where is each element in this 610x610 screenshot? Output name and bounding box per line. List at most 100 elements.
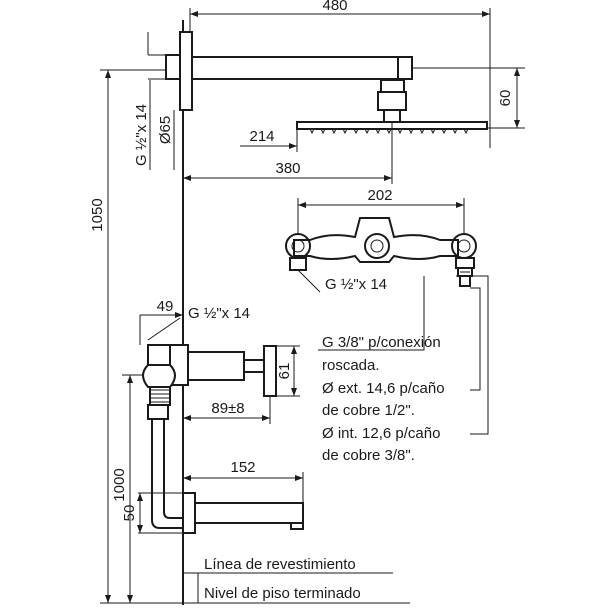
mixer-thread-label: G ½"x 14 bbox=[325, 276, 387, 293]
nozzle bbox=[408, 128, 414, 135]
arrow bbox=[175, 312, 183, 318]
dim-60-label: 60 bbox=[497, 90, 514, 107]
nozzle bbox=[430, 128, 436, 135]
floor-level-label: Nivel de piso terminado bbox=[204, 585, 361, 602]
note-line-6: de cobre 3/8". bbox=[322, 447, 415, 464]
dim-1050-label: 1050 bbox=[89, 198, 106, 231]
mixer-handle-plate bbox=[263, 345, 277, 397]
left-stub bbox=[289, 257, 307, 271]
arrow bbox=[482, 11, 490, 17]
arrow bbox=[384, 175, 392, 181]
upper-thread-label: G ½"x 14 bbox=[133, 104, 150, 166]
pipe-thread-leader bbox=[147, 317, 181, 341]
dim-50-label: 50 bbox=[121, 505, 138, 522]
center-connector-inner bbox=[370, 239, 384, 253]
nozzle bbox=[353, 128, 359, 135]
coating-line-label: Línea de revestimiento bbox=[204, 556, 356, 573]
note-leader-3 bbox=[456, 275, 489, 435]
shower-arm bbox=[165, 31, 413, 123]
head-joint bbox=[377, 91, 407, 111]
dim-89-label: 89±8 bbox=[211, 400, 244, 417]
arm-end bbox=[397, 56, 413, 80]
mixer-upper-block bbox=[147, 344, 171, 366]
nozzle bbox=[452, 128, 458, 135]
spout-body bbox=[194, 502, 304, 524]
head-joint-upper bbox=[380, 79, 405, 93]
arm-connector bbox=[165, 54, 181, 80]
head-nozzles bbox=[309, 128, 469, 135]
dim-61-label: 61 bbox=[276, 363, 293, 380]
pipe-thread-label: G ½"x 14 bbox=[188, 305, 250, 322]
nozzle bbox=[309, 128, 315, 135]
dim-202-label: 202 bbox=[367, 187, 392, 204]
note-line-4: de cobre 1/2". bbox=[322, 402, 415, 419]
nozzle bbox=[364, 128, 370, 135]
arrow bbox=[183, 415, 191, 421]
arm-tube bbox=[191, 56, 413, 80]
arrow bbox=[291, 388, 297, 396]
nozzle bbox=[375, 128, 381, 135]
right-stub bbox=[455, 257, 475, 269]
note-leader-2 bbox=[470, 287, 481, 391]
right-connector bbox=[451, 233, 477, 259]
arrow bbox=[137, 493, 143, 501]
nozzle bbox=[386, 128, 392, 135]
thread-hatching bbox=[150, 389, 170, 403]
arrow bbox=[289, 143, 297, 149]
arrow bbox=[514, 68, 520, 76]
pipe-outer bbox=[151, 405, 183, 529]
left-connector-inner bbox=[291, 239, 305, 253]
arrow bbox=[127, 595, 133, 603]
spout-outlet bbox=[290, 522, 304, 530]
arrow bbox=[137, 525, 143, 533]
dim-49-label: 49 bbox=[157, 298, 174, 315]
pipe-nut bbox=[147, 404, 169, 420]
right-connector-inner bbox=[457, 239, 471, 253]
mixer-thread-leader bbox=[297, 269, 321, 293]
dim-214-label: 214 bbox=[249, 128, 274, 145]
note-line-5: Ø int. 12,6 p/caño bbox=[322, 425, 440, 442]
arrow bbox=[190, 11, 198, 17]
arrow bbox=[105, 70, 111, 78]
mixer-cartridge bbox=[187, 351, 245, 381]
arrow bbox=[127, 375, 133, 383]
dim-152-label: 152 bbox=[230, 459, 255, 476]
arrow bbox=[105, 595, 111, 603]
note-leader-1 bbox=[318, 276, 425, 351]
note-line-2: roscada. bbox=[322, 357, 380, 374]
arrow bbox=[298, 202, 306, 208]
mixer-stem bbox=[243, 359, 265, 373]
note-line-1: G 3/8" p/conexión bbox=[322, 334, 441, 351]
dim-1000-label: 1000 bbox=[111, 468, 128, 501]
nozzle bbox=[397, 128, 403, 135]
dim-480-label: 480 bbox=[322, 0, 347, 14]
left-connector bbox=[285, 233, 311, 259]
head-neck bbox=[383, 109, 401, 123]
dim-380-label: 380 bbox=[275, 160, 300, 177]
note-line-3: Ø ext. 14,6 p/caño bbox=[322, 380, 445, 397]
arrow bbox=[262, 415, 270, 421]
pipe-diameter-label: Ø65 bbox=[157, 116, 174, 144]
arrow bbox=[514, 120, 520, 128]
wall-mixer bbox=[142, 344, 304, 534]
nozzle bbox=[342, 128, 348, 135]
arrow bbox=[295, 475, 303, 481]
connection-notes: G 3/8" p/conexión roscada. Ø ext. 14,6 p… bbox=[322, 334, 445, 464]
pipe-inner bbox=[163, 405, 183, 519]
nozzle bbox=[441, 128, 447, 135]
nozzle bbox=[419, 128, 425, 135]
right-stub-end bbox=[459, 275, 471, 287]
arrow bbox=[291, 346, 297, 354]
arrow bbox=[183, 175, 191, 181]
nozzle bbox=[463, 128, 469, 135]
mixer-elbow bbox=[142, 364, 176, 388]
arrow bbox=[456, 202, 464, 208]
nozzle bbox=[331, 128, 337, 135]
wall-flange bbox=[179, 31, 193, 111]
nozzle bbox=[320, 128, 326, 135]
spout-flange bbox=[182, 492, 196, 534]
center-connector bbox=[364, 233, 390, 259]
arrow bbox=[183, 475, 191, 481]
